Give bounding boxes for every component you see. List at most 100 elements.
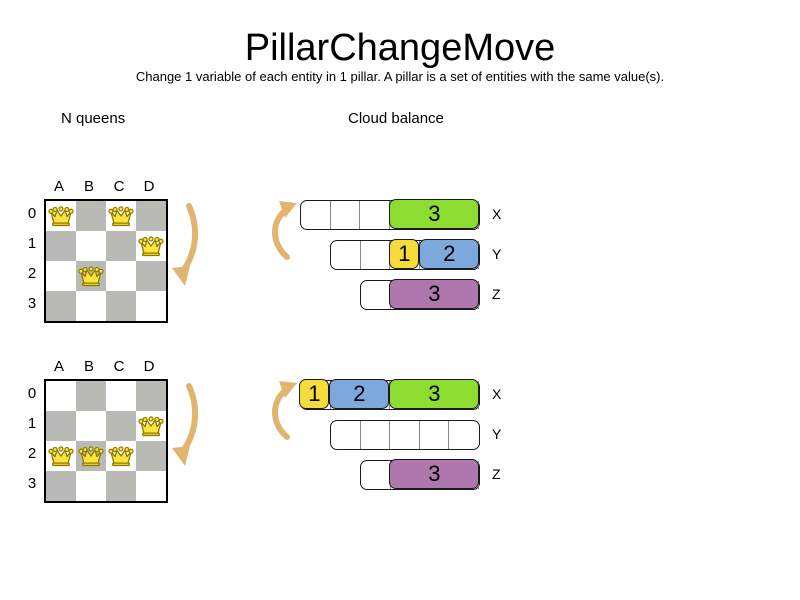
- process-block-3[interactable]: 3: [389, 279, 480, 310]
- process-block-3[interactable]: 3: [389, 459, 480, 490]
- capacity-slot: [361, 421, 391, 449]
- queen-icon: [48, 446, 74, 467]
- computer-bar-x[interactable]: 3: [300, 199, 480, 230]
- board-row: [46, 411, 166, 441]
- board-column-label: B: [83, 178, 94, 195]
- computer-name-label: X: [492, 206, 502, 222]
- board-column-label: B: [83, 358, 94, 375]
- board-row-label: 2: [27, 445, 37, 462]
- board-cell-B1[interactable]: [76, 231, 106, 261]
- queen-icon: [78, 446, 104, 467]
- board-cell-B2[interactable]: [76, 441, 106, 471]
- transition-arrow-cloud-top: [272, 201, 297, 260]
- process-label: 3: [428, 381, 441, 407]
- transition-arrow-nqueens-top: [172, 203, 199, 286]
- board-cell-A3[interactable]: [46, 291, 76, 321]
- board-cell-B1[interactable]: [76, 411, 106, 441]
- board-cell-C2[interactable]: [106, 441, 136, 471]
- board-cell-D3[interactable]: [136, 291, 166, 321]
- board-column-label: D: [143, 178, 155, 195]
- board-cell-A0[interactable]: [46, 201, 76, 231]
- process-block-3[interactable]: 3: [389, 379, 480, 410]
- board-cell-C0[interactable]: [106, 201, 136, 231]
- board-cell-D2[interactable]: [136, 441, 166, 471]
- board-cell-D2[interactable]: [136, 261, 166, 291]
- board-cell-C0[interactable]: [106, 381, 136, 411]
- computer-bar-y[interactable]: [330, 420, 480, 450]
- board-cell-D0[interactable]: [136, 381, 166, 411]
- capacity-slot: [420, 421, 450, 449]
- board-cell-A1[interactable]: [46, 231, 76, 261]
- board-cell-D1[interactable]: [136, 231, 166, 261]
- section-heading-cloud-balance: Cloud balance: [348, 110, 444, 127]
- computer-bar-z[interactable]: 3: [360, 459, 480, 490]
- queen-icon: [108, 446, 134, 467]
- board-row-label: 0: [27, 205, 37, 222]
- board-cell-D1[interactable]: [136, 411, 166, 441]
- board-cell-D3[interactable]: [136, 471, 166, 501]
- board-column-label: D: [143, 358, 155, 375]
- board-row-label: 1: [27, 235, 37, 252]
- page-title: PillarChangeMove: [244, 27, 556, 69]
- board-row: [46, 261, 166, 291]
- process-label: 1: [398, 241, 411, 267]
- board-cell-A0[interactable]: [46, 381, 76, 411]
- capacity-slot: [331, 201, 361, 229]
- board-cell-B3[interactable]: [76, 471, 106, 501]
- computer-name-label: Y: [492, 246, 502, 262]
- board-row-label: 2: [27, 265, 37, 282]
- board-cell-A2[interactable]: [46, 441, 76, 471]
- board-cell-B0[interactable]: [76, 201, 106, 231]
- process-block-3[interactable]: 3: [389, 199, 480, 230]
- capacity-slot: [301, 201, 331, 229]
- process-block-1[interactable]: 1: [299, 379, 330, 410]
- computer-bar-z[interactable]: 3: [360, 279, 480, 310]
- computer-name-label: X: [492, 386, 502, 402]
- process-block-2[interactable]: 2: [419, 239, 480, 270]
- capacity-slot: [331, 421, 361, 449]
- board-cell-B3[interactable]: [76, 291, 106, 321]
- board-cell-C1[interactable]: [106, 411, 136, 441]
- board-row-label: 3: [27, 475, 37, 492]
- board-cell-A3[interactable]: [46, 471, 76, 501]
- chessboard-after: [44, 379, 168, 503]
- board-row: [46, 441, 166, 471]
- board-cell-C3[interactable]: [106, 291, 136, 321]
- board-cell-D0[interactable]: [136, 201, 166, 231]
- capacity-slot: [361, 461, 391, 489]
- capacity-slot: [449, 421, 479, 449]
- transition-arrow-cloud-bottom: [272, 381, 297, 440]
- process-block-2[interactable]: 2: [329, 379, 390, 410]
- board-cell-C2[interactable]: [106, 261, 136, 291]
- board-row: [46, 201, 166, 231]
- board-cell-A1[interactable]: [46, 411, 76, 441]
- board-row: [46, 471, 166, 501]
- board-row: [46, 231, 166, 261]
- board-cell-B2[interactable]: [76, 261, 106, 291]
- computer-name-label: Z: [492, 286, 501, 302]
- process-block-1[interactable]: 1: [389, 239, 420, 270]
- board-cell-C1[interactable]: [106, 231, 136, 261]
- board-row-label: 1: [27, 415, 37, 432]
- board-cell-C3[interactable]: [106, 471, 136, 501]
- capacity-slot: [331, 241, 361, 269]
- board-column-label: A: [53, 358, 64, 375]
- process-label: 3: [428, 201, 441, 227]
- board-row-label: 0: [27, 385, 37, 402]
- transition-arrow-nqueens-bottom: [172, 383, 199, 466]
- capacity-slot: [390, 241, 420, 269]
- process-label: 3: [428, 281, 441, 307]
- process-label: 2: [353, 381, 366, 407]
- board-cell-A2[interactable]: [46, 261, 76, 291]
- board-cell-B0[interactable]: [76, 381, 106, 411]
- queen-icon: [138, 236, 164, 257]
- process-label: 3: [428, 461, 441, 487]
